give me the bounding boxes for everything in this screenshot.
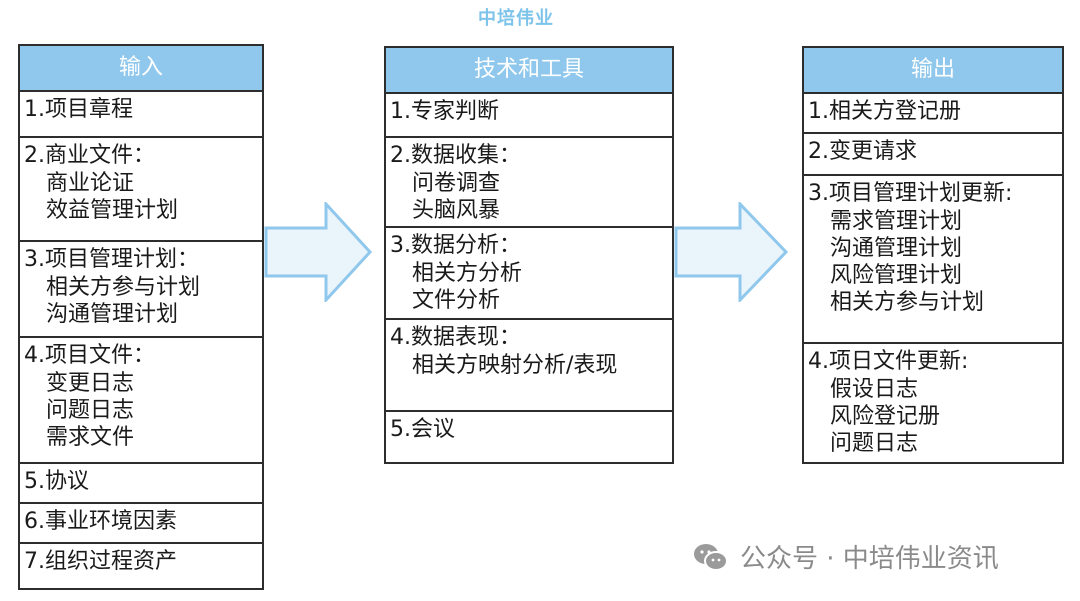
- input-row-title: 1.项目章程: [24, 97, 133, 122]
- output-row-item: 需求管理计划: [830, 209, 963, 234]
- output-row-item: 问题日志: [830, 431, 919, 456]
- input-row: 2.商业文件： 商业论证效益管理计划: [20, 138, 262, 242]
- input-row-item: 需求文件: [46, 425, 135, 450]
- tools-row-item: 头脑风暴: [412, 198, 501, 223]
- logo-text: 中培伟业: [478, 8, 554, 29]
- input-column: 输入 1.项目章程 2.商业文件： 商业论证效益管理计划 3.项目管理计划： 相关方参与…: [18, 44, 264, 590]
- output-rows: 1.相关方登记册 2.变更请求 3.项目管理计划更新: 需求管理计划沟通管理计划风险管…: [804, 94, 1062, 466]
- output-row-title: 3.项目管理计划更新:: [808, 181, 1013, 206]
- input-row: 5.协议: [20, 464, 262, 504]
- input-row-item: 问题日志: [46, 398, 135, 423]
- output-row-title: 4.项日文件更新:: [808, 349, 969, 374]
- output-row: 1.相关方登记册: [804, 94, 1062, 134]
- tools-row: 3.数据分析： 相关方分析文件分析: [386, 228, 672, 320]
- output-row-item: 风险管理计划: [830, 263, 963, 288]
- watermark: 公众号 · 中培伟业资讯: [692, 538, 999, 575]
- tools-row-title: 4.数据表现：: [390, 325, 521, 350]
- tools-row: 5.会议: [386, 412, 672, 460]
- input-row: 3.项目管理计划： 相关方参与计划沟通管理计划: [20, 242, 262, 338]
- input-row-item: 相关方参与计划: [46, 275, 201, 300]
- input-row-item: 商业论证: [46, 171, 135, 196]
- tools-row-title: 5.会议: [390, 417, 455, 442]
- input-row-title: 4.项目文件：: [24, 343, 155, 368]
- output-row-title: 1.相关方登记册: [808, 99, 961, 124]
- tools-row-title: 2.数据收集：: [390, 143, 521, 168]
- input-row-item: 效益管理计划: [46, 198, 179, 223]
- tools-row-title: 1.专家判断: [390, 99, 499, 124]
- input-row-item: 沟通管理计划: [46, 302, 179, 327]
- input-header: 输入: [20, 46, 262, 92]
- tools-row: 1.专家判断: [386, 94, 672, 138]
- tools-row-item: 相关方映射分析/表现: [412, 353, 618, 378]
- input-rows: 1.项目章程 2.商业文件： 商业论证效益管理计划 3.项目管理计划： 相关方参与计划沟…: [20, 92, 262, 584]
- output-row-title: 2.变更请求: [808, 139, 917, 164]
- output-row-item: 假设日志: [830, 377, 919, 402]
- output-column: 输出 1.相关方登记册 2.变更请求 3.项目管理计划更新: 需求管理计划沟通管理计划…: [802, 46, 1064, 464]
- input-row-title: 7.组织过程资产: [24, 549, 177, 574]
- input-row: 4.项目文件： 变更日志问题日志需求文件: [20, 338, 262, 464]
- tools-row-item: 相关方分析: [412, 261, 523, 286]
- tools-row-item: 文件分析: [412, 288, 501, 313]
- input-row: 1.项目章程: [20, 92, 262, 138]
- output-row: 2.变更请求: [804, 134, 1062, 176]
- tools-row-title: 3.数据分析：: [390, 233, 521, 258]
- output-row-item: 风险登记册: [830, 404, 941, 429]
- tools-column: 技术和工具 1.专家判断 2.数据收集： 问卷调查头脑风暴 3.数据分析： 相关方分析文…: [384, 46, 674, 464]
- input-row: 6.事业环境因素: [20, 504, 262, 544]
- tools-row: 4.数据表现： 相关方映射分析/表现: [386, 320, 672, 412]
- output-row-item: 相关方参与计划: [830, 290, 985, 315]
- output-header: 输出: [804, 48, 1062, 94]
- flow-arrow-icon: [264, 202, 373, 302]
- input-row: 7.组织过程资产: [20, 544, 262, 584]
- flow-arrow-icon: [674, 202, 789, 302]
- output-row: 3.项目管理计划更新: 需求管理计划沟通管理计划风险管理计划相关方参与计划: [804, 176, 1062, 344]
- input-row-item: 变更日志: [46, 371, 135, 396]
- watermark-text: 公众号 · 中培伟业资讯: [740, 544, 999, 574]
- tools-row: 2.数据收集： 问卷调查头脑风暴: [386, 138, 672, 228]
- tools-rows: 1.专家判断 2.数据收集： 问卷调查头脑风暴 3.数据分析： 相关方分析文件分析 4.数…: [386, 94, 672, 460]
- tools-row-item: 问卷调查: [412, 171, 501, 196]
- tools-header: 技术和工具: [386, 48, 672, 94]
- wechat-icon: [694, 543, 728, 571]
- input-row-title: 6.事业环境因素: [24, 509, 177, 534]
- output-row-item: 沟通管理计划: [830, 236, 963, 261]
- input-row-title: 5.协议: [24, 469, 89, 494]
- output-row: 4.项日文件更新: 假设日志风险登记册问题日志: [804, 344, 1062, 466]
- input-row-title: 2.商业文件：: [24, 143, 155, 168]
- input-row-title: 3.项目管理计划：: [24, 247, 199, 272]
